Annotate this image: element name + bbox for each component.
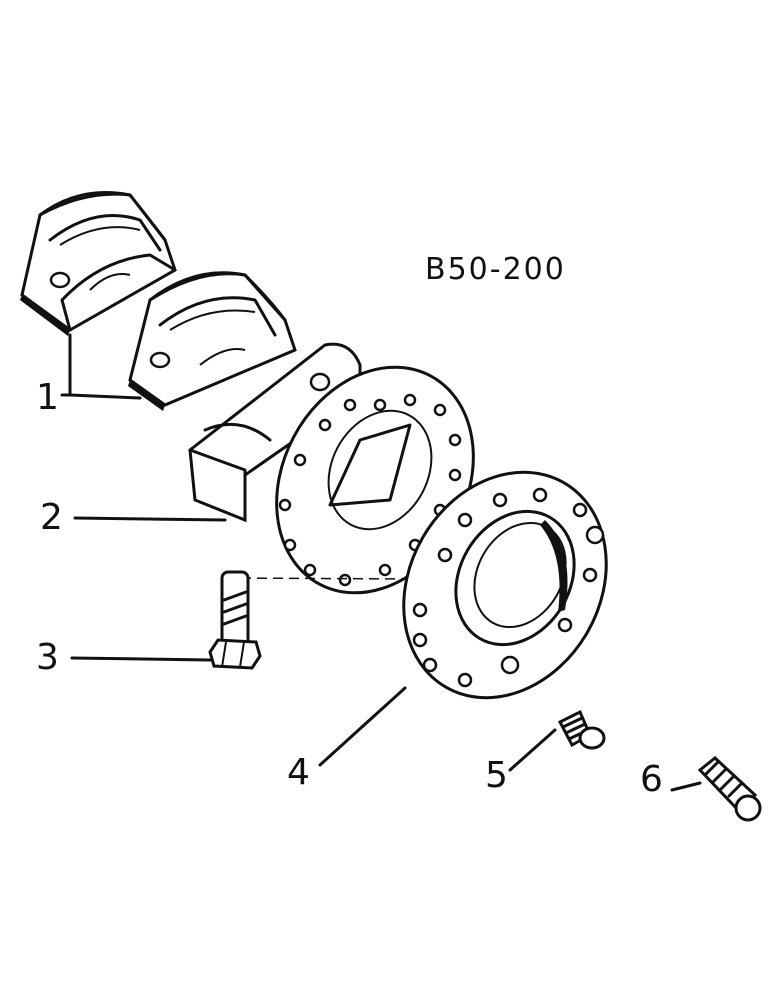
bearing-shell-lower bbox=[128, 271, 297, 411]
leader-1 bbox=[68, 333, 142, 400]
set-screw bbox=[697, 756, 762, 822]
bearing-shell-upper bbox=[20, 191, 177, 336]
countersunk-screw bbox=[557, 709, 606, 750]
callout-1: 1 bbox=[36, 377, 59, 418]
drawing-reference-number: B50-200 bbox=[425, 252, 566, 287]
callout-3: 3 bbox=[36, 637, 59, 678]
callout-4: 4 bbox=[287, 752, 310, 793]
callout-6: 6 bbox=[640, 759, 663, 800]
plate-bolt-holes bbox=[412, 487, 605, 688]
leader-4 bbox=[318, 686, 407, 767]
leader-3 bbox=[70, 656, 212, 662]
leader-2 bbox=[73, 516, 227, 522]
seal-retainer-plate bbox=[402, 470, 608, 700]
hex-bolt bbox=[208, 570, 262, 670]
callout-5: 5 bbox=[485, 755, 508, 796]
leader-6 bbox=[670, 781, 702, 792]
callout-2: 2 bbox=[40, 497, 63, 538]
leader-lines bbox=[60, 333, 702, 792]
leader-5 bbox=[508, 728, 557, 772]
